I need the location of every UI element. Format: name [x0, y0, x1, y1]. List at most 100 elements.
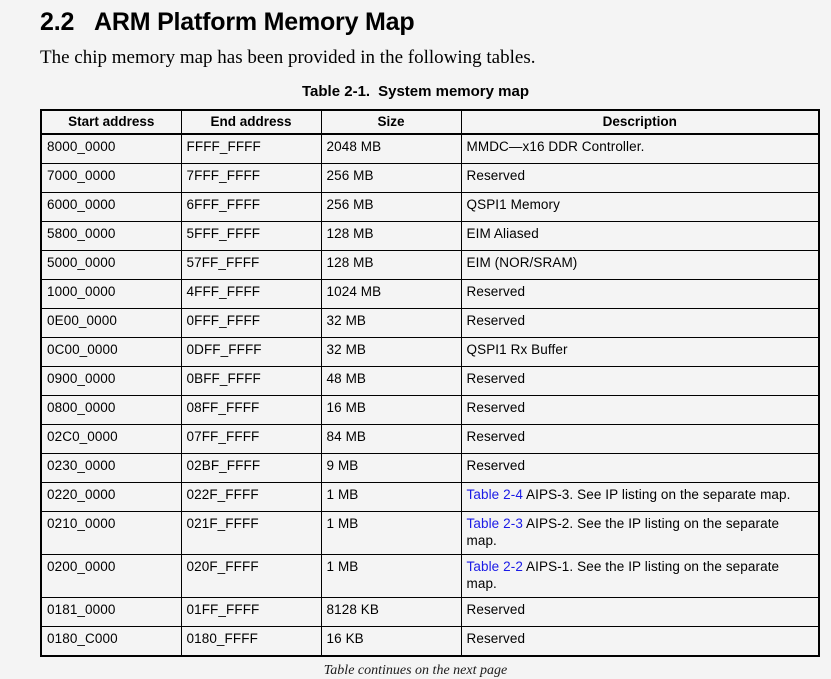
cell-description: EIM (NOR/SRAM): [460, 250, 820, 280]
cell-size: 256 MB: [320, 163, 462, 193]
description-text: AIPS-2. See the IP listing on the separa…: [466, 516, 780, 548]
cell-description: QSPI1 Rx Buffer: [460, 337, 820, 367]
cell-end-address: 4FFF_FFFF: [180, 279, 322, 309]
cell-size: 256 MB: [320, 192, 462, 222]
cell-size: 1 MB: [320, 511, 462, 555]
table-header: Start address End address Size Descripti…: [40, 109, 820, 135]
cell-end-address: 0DFF_FFFF: [180, 337, 322, 367]
cell-start-address: 0E00_0000: [40, 308, 182, 338]
cell-start-address: 5000_0000: [40, 250, 182, 280]
cell-end-address: 01FF_FFFF: [180, 597, 322, 627]
cell-description: Reserved: [460, 453, 820, 483]
cell-end-address: 022F_FFFF: [180, 482, 322, 512]
column-header-size: Size: [320, 109, 462, 135]
cell-description: MMDC—x16 DDR Controller.: [460, 133, 820, 164]
cell-size: 16 MB: [320, 395, 462, 425]
cell-description: Reserved: [460, 308, 820, 338]
cell-start-address: 7000_0000: [40, 163, 182, 193]
document-page: 2.2 ARM Platform Memory Map The chip mem…: [13, 0, 820, 678]
cell-description: Reserved: [460, 424, 820, 454]
cell-start-address: 0181_0000: [40, 597, 182, 627]
cell-description: Reserved: [460, 366, 820, 396]
cell-start-address: 0C00_0000: [40, 337, 182, 367]
cell-size: 2048 MB: [320, 133, 462, 164]
table-cross-reference-link[interactable]: Table 2-3: [466, 516, 523, 531]
description-text: AIPS-1. See the IP listing on the separa…: [466, 559, 780, 591]
cell-size: 32 MB: [320, 308, 462, 338]
system-memory-map-table: Start address End address Size Descripti…: [40, 109, 820, 657]
cell-description: Reserved: [460, 279, 820, 309]
table-cross-reference-link[interactable]: Table 2-2: [466, 559, 523, 574]
cell-size: 1 MB: [320, 482, 462, 512]
cell-description: Reserved: [460, 597, 820, 627]
cell-size: 128 MB: [320, 221, 462, 251]
cell-size: 1024 MB: [320, 279, 462, 309]
cell-end-address: 57FF_FFFF: [180, 250, 322, 280]
table-cross-reference-link[interactable]: Table 2-4: [466, 487, 523, 502]
column-header-start-address: Start address: [40, 109, 182, 135]
cell-description: Table 2-2 AIPS-1. See the IP listing on …: [460, 554, 820, 598]
cell-size: 16 KB: [320, 626, 462, 657]
cell-end-address: 020F_FFFF: [180, 554, 322, 598]
cell-end-address: FFFF_FFFF: [180, 133, 322, 164]
cell-description: EIM Aliased: [460, 221, 820, 251]
cell-end-address: 021F_FFFF: [180, 511, 322, 555]
cell-size: 128 MB: [320, 250, 462, 280]
cell-start-address: 0230_0000: [40, 453, 182, 483]
cell-start-address: 6000_0000: [40, 192, 182, 222]
memory-map-table-container: Start address End address Size Descripti…: [13, 102, 820, 657]
cell-start-address: 02C0_0000: [40, 424, 182, 454]
cell-end-address: 5FFF_FFFF: [180, 221, 322, 251]
cell-start-address: 0180_C000: [40, 626, 182, 657]
section-title-text: ARM Platform Memory Map: [94, 8, 415, 36]
cell-description: Reserved: [460, 163, 820, 193]
cell-size: 9 MB: [320, 453, 462, 483]
cell-start-address: 0800_0000: [40, 395, 182, 425]
cell-end-address: 7FFF_FFFF: [180, 163, 322, 193]
cell-size: 8128 KB: [320, 597, 462, 627]
cell-start-address: 5800_0000: [40, 221, 182, 251]
cell-start-address: 8000_0000: [40, 133, 182, 164]
column-header-description: Description: [460, 109, 820, 135]
cell-size: 1 MB: [320, 554, 462, 598]
table-header-row: Start address End address Size Descripti…: [40, 109, 820, 135]
table-continuation-note: Table continues on the next page: [323, 663, 508, 678]
table-caption-title: System memory map: [378, 83, 529, 100]
cell-size: 48 MB: [320, 366, 462, 396]
cell-description: Table 2-3 AIPS-2. See the IP listing on …: [460, 511, 820, 555]
cell-start-address: 0220_0000: [40, 482, 182, 512]
intro-paragraph: The chip memory map has been provided in…: [40, 47, 536, 68]
table-caption: Table 2-1. System memory map: [13, 70, 818, 102]
cell-end-address: 0BFF_FFFF: [180, 366, 322, 396]
cell-size: 84 MB: [320, 424, 462, 454]
section-number: 2.2: [40, 8, 75, 36]
column-header-end-address: End address: [180, 109, 322, 135]
cell-end-address: 08FF_FFFF: [180, 395, 322, 425]
cell-end-address: 0180_FFFF: [180, 626, 322, 657]
cell-end-address: 07FF_FFFF: [180, 424, 322, 454]
cell-end-address: 0FFF_FFFF: [180, 308, 322, 338]
cell-start-address: 0210_0000: [40, 511, 182, 555]
cell-start-address: 0900_0000: [40, 366, 182, 396]
cell-start-address: 1000_0000: [40, 279, 182, 309]
description-text: AIPS-3. See IP listing on the separate m…: [522, 487, 791, 502]
cell-description: Reserved: [460, 395, 820, 425]
table-caption-label: Table 2-1.: [302, 83, 371, 100]
page-title: 2.2 ARM Platform Memory Map: [13, 0, 818, 37]
